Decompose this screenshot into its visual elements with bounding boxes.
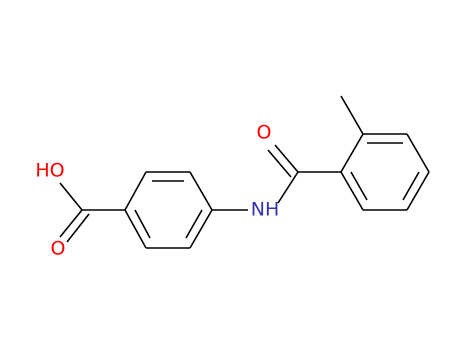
bond	[124, 209, 147, 249]
carboxyl-group	[59, 182, 125, 243]
amide-carbonyl-oxygen-label: O	[257, 122, 272, 144]
bond	[277, 171, 299, 204]
bond-inner	[350, 171, 368, 201]
bond	[340, 133, 364, 173]
bond	[274, 144, 299, 173]
benzoic-ring	[124, 171, 213, 249]
bond	[189, 209, 213, 249]
bond	[59, 182, 83, 211]
bond	[340, 171, 364, 211]
toluyl-ring	[340, 95, 430, 211]
amide-linkage	[212, 144, 341, 211]
methyl-bond	[340, 95, 364, 135]
amide-nitrogen-label: NH	[251, 199, 280, 221]
bond-inner	[134, 209, 151, 239]
bond	[189, 171, 213, 211]
bond	[406, 171, 430, 211]
bond-inner	[402, 171, 420, 201]
bond	[267, 149, 292, 178]
bond	[66, 213, 90, 243]
bond	[124, 171, 147, 211]
bond	[59, 209, 83, 238]
bond-inner	[185, 209, 203, 239]
acid-carbonyl-oxygen-label: O	[51, 238, 66, 260]
bond	[406, 133, 430, 173]
hydroxyl-oxygen-label: HO	[35, 160, 64, 182]
